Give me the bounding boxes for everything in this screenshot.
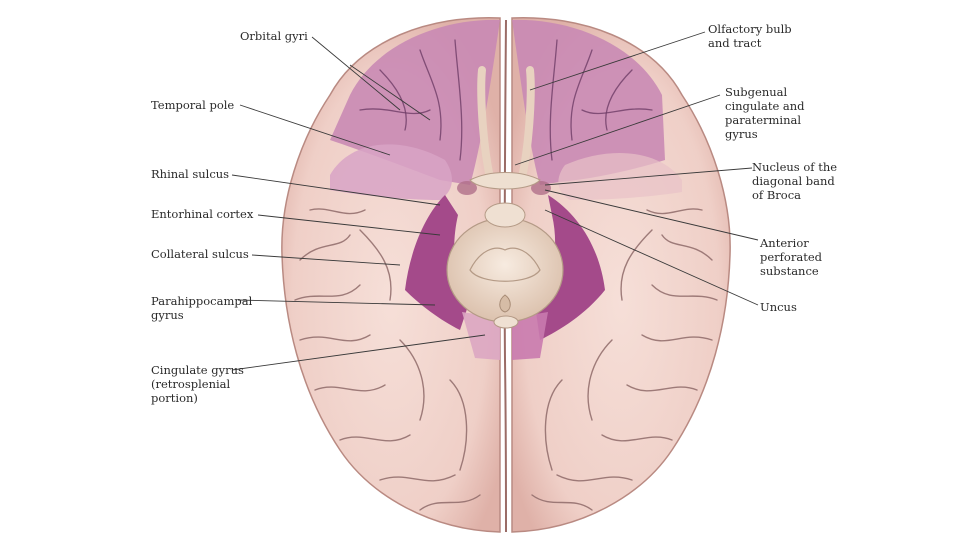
leader-nucleus-diagonal [544,167,753,186]
label-line: Collateral sulcus [151,247,249,261]
label-line: gyrus [151,308,184,322]
label-line: Uncus [760,300,797,314]
label-line: diagonal band [752,174,835,188]
label-line: (retrosplenial [151,377,231,391]
substantia-nigra [469,247,541,282]
leader-orbital-gyri [311,36,431,121]
leader-entorhinal-cortex [257,214,441,236]
left-temporal-pole [330,144,452,200]
label-line: portion) [151,391,198,405]
label-uncus: Uncus [760,300,797,314]
label-line: Nucleus of the [752,160,838,174]
olfactory-tract-left [477,66,494,182]
label-line: perforated [760,250,822,264]
anterior-perforated-left [457,181,477,195]
label-line: of Broca [752,188,802,202]
label-rhinal-sulcus: Rhinal sulcus [151,167,229,181]
label-line: substance [760,264,819,278]
cerebellar-vermis [493,315,519,329]
label-line: Olfactory bulb [708,22,792,36]
leader-lines [231,31,759,371]
label-entorhinal-cortex: Entorhinal cortex [151,207,253,221]
leader-anterior-perforated [544,189,759,241]
leader-parahippocampal [237,299,436,306]
label-line: Subgenual [725,85,788,99]
optic-chiasm [469,172,541,190]
left-parahippocampal [405,195,470,330]
leader-rhinal-sulcus [231,174,441,206]
label-line: paraterminal [725,113,802,127]
leader-collateral-sulcus [251,254,401,266]
label-line: cingulate and [725,99,805,113]
label-line: and tract [708,36,762,50]
leader-uncus [544,209,759,306]
mammillary-bodies [484,202,526,228]
leader-cingulate-gyrus [231,334,486,371]
leader-temporal-pole [239,104,391,156]
olfactory-tract-right [518,66,535,182]
label-collateral-sulcus: Collateral sulcus [151,247,249,261]
leader-olfactory [529,31,706,91]
cortex-gyri-right [531,208,718,511]
label-line: gyrus [725,127,758,141]
leader-subgenual [514,94,721,166]
label-line: Rhinal sulcus [151,167,230,181]
right-parahippocampal [535,195,605,340]
label-line: Cingulate gyrus [151,363,244,377]
orbital-gyri-detail [359,39,653,161]
label-temporal-pole: Temporal pole [151,98,234,112]
longitudinal-fissure [503,19,507,533]
label-line: Anterior [760,236,809,250]
label-line: Orbital gyri [240,29,308,43]
label-orbital-gyri: Orbital gyri [240,29,308,43]
retrosplenial-cingulate-right [512,312,548,360]
label-line: Temporal pole [151,98,235,112]
cerebral-aqueduct [499,294,511,313]
right-temporal-pole [558,153,682,200]
label-line: Entorhinal cortex [151,207,254,221]
label-line: Parahippocampal [151,294,253,308]
